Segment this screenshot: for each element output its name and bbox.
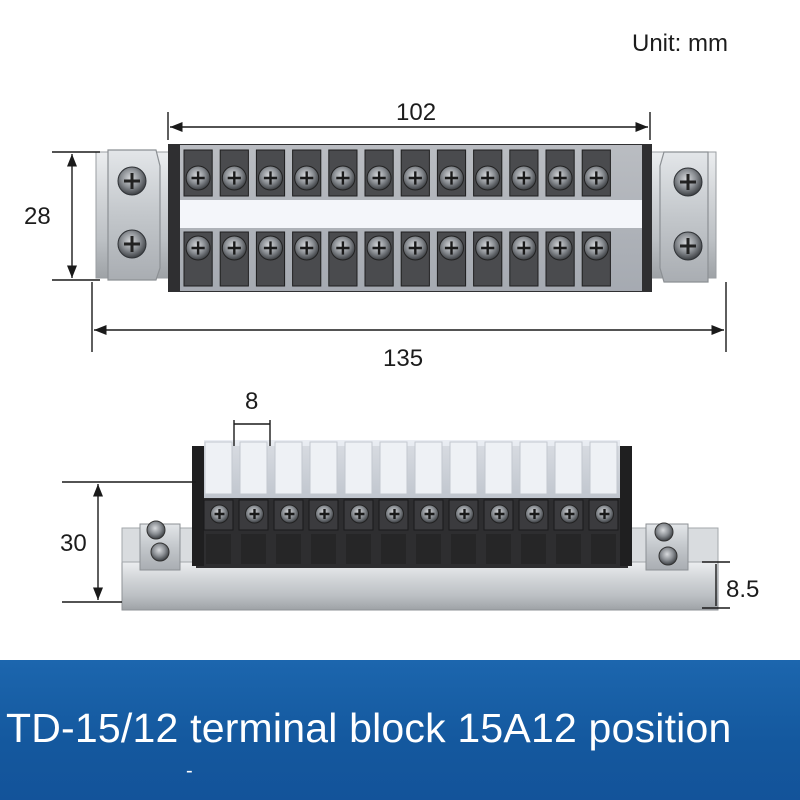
screw-icon: [511, 235, 537, 261]
terminal-cell-lower: [473, 231, 503, 287]
screw-icon: [330, 165, 356, 191]
screw-icon: [185, 165, 211, 191]
screw-icon: [350, 504, 369, 524]
terminal-cell-side: [483, 441, 514, 564]
screw-icon: [366, 235, 392, 261]
terminal-cell-side: [413, 441, 444, 564]
screw-icon: [595, 504, 614, 524]
screw-icon: [560, 504, 579, 524]
dimension-lines: [52, 112, 730, 609]
screw-icon: [547, 165, 573, 191]
screw-icon: [583, 165, 609, 191]
screw-icon: [455, 504, 474, 524]
dimension-length-102: 102: [396, 99, 437, 126]
screw-icon: [315, 504, 334, 524]
terminal-cell-upper: [473, 149, 503, 197]
title-tail: -: [186, 760, 193, 782]
terminal-cell-upper: [364, 149, 394, 197]
terminal-cell-upper: [400, 149, 430, 197]
terminal-cell-side: [448, 441, 479, 564]
terminal-cell-lower: [183, 231, 213, 287]
terminal-cell-side: [238, 441, 269, 564]
dimension-height-28: 28: [24, 203, 51, 230]
terminal-cell-lower: [436, 231, 467, 287]
screw-icon: [475, 235, 501, 261]
terminal-cell-lower: [255, 231, 286, 287]
screw-icon: [475, 165, 501, 191]
terminal-cell-side: [308, 441, 339, 564]
terminal-cell-lower: [545, 231, 575, 287]
top-view: [95, 144, 717, 292]
terminal-cell-upper: [292, 149, 322, 197]
screw-icon: [547, 235, 573, 261]
right-end-clamp: [659, 151, 709, 283]
terminal-cell-upper: [219, 149, 249, 197]
label-strip: [180, 200, 642, 228]
terminal-cell-upper: [509, 149, 539, 197]
screw-icon: [221, 235, 247, 261]
terminal-cell-lower: [400, 231, 430, 287]
screw-icon: [185, 235, 211, 261]
screw-icon: [511, 165, 537, 191]
screw-icon: [280, 504, 299, 524]
terminal-cell-upper: [183, 149, 213, 197]
terminal-cell-side: [518, 441, 549, 564]
terminal-cell-side: [553, 441, 584, 564]
din-rail: [121, 561, 719, 611]
screw-icon: [294, 235, 320, 261]
screw-icon: [583, 235, 609, 261]
terminal-cell-lower: [581, 231, 611, 287]
dimension-rail-height-8-5: 8.5: [726, 576, 760, 603]
screw-icon: [258, 235, 283, 261]
terminal-cell-side: [203, 441, 234, 564]
screw-icon: [258, 165, 283, 191]
screw-icon: [330, 235, 356, 261]
terminal-cell-upper: [545, 149, 575, 197]
dimension-overall-135: 135: [383, 345, 424, 372]
screw-icon: [221, 165, 247, 191]
screw-icon: [245, 504, 264, 524]
terminal-cell-side: [378, 441, 409, 564]
screw-icon: [402, 165, 428, 191]
screw-icon: [420, 504, 439, 524]
left-end-clamp-side: [139, 520, 181, 571]
terminal-cell-upper: [255, 149, 286, 197]
title-banner: [0, 660, 800, 800]
screw-icon: [490, 504, 509, 524]
terminal-cell-side: [588, 441, 619, 564]
screw-icon: [294, 165, 320, 191]
terminal-cell-lower: [509, 231, 539, 287]
terminal-cell-lower: [364, 231, 394, 287]
terminal-cell-lower: [219, 231, 249, 287]
terminal-cell-lower: [328, 231, 358, 287]
terminal-cell-upper: [581, 149, 611, 197]
transparent-cover: [204, 440, 620, 498]
screw-icon: [439, 165, 464, 191]
terminal-cell-upper: [328, 149, 358, 197]
screw-icon: [210, 504, 229, 524]
dimension-pitch-8: 8: [245, 388, 259, 415]
dimension-side-height-30: 30: [60, 530, 87, 557]
left-end-clamp: [107, 149, 161, 281]
screw-icon: [439, 235, 464, 261]
terminal-cell-side: [343, 441, 374, 564]
screw-icon: [525, 504, 544, 524]
terminal-cell-lower: [292, 231, 322, 287]
terminal-cell-upper: [436, 149, 467, 197]
product-title: TD-15/12 terminal block 15A12 position: [6, 705, 732, 751]
screw-icon: [402, 235, 428, 261]
screw-icon: [366, 165, 392, 191]
terminal-cell-side: [273, 441, 304, 564]
screw-icon: [385, 504, 404, 524]
right-end-clamp-side: [645, 522, 689, 571]
side-view: [121, 440, 719, 611]
unit-label: Unit: mm: [632, 30, 728, 57]
